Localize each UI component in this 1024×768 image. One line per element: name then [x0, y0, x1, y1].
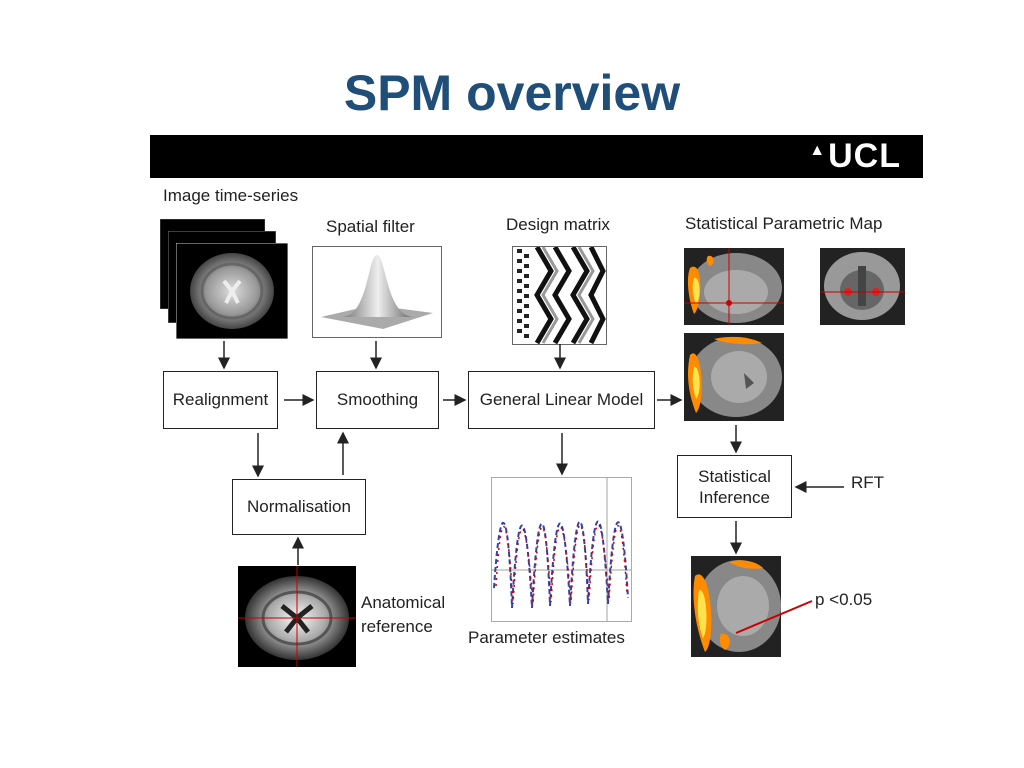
label-spatial-filter: Spatial filter	[326, 217, 415, 236]
ucl-header-bar: ▲UCL	[150, 135, 923, 178]
design-matrix-image	[512, 246, 607, 345]
box-normalisation: Normalisation	[232, 479, 366, 535]
label-p-value: p <0.05	[815, 590, 873, 609]
spm-sagittal-slice	[684, 248, 784, 325]
parameter-estimates-plot	[491, 477, 632, 622]
label-image-time-series: Image time-series	[163, 186, 299, 205]
box-general-linear-model: General Linear Model	[468, 371, 655, 429]
label-statistical-parametric-map: Statistical Parametric Map	[685, 214, 883, 233]
box-statistical-inference: Statistical Inference	[677, 455, 792, 518]
p-value-pointer	[735, 600, 813, 634]
spm-axial-slice	[684, 333, 784, 421]
thresholded-slice	[691, 556, 781, 657]
inference-line-2: Inference	[699, 487, 770, 507]
time-series-front-frame	[176, 243, 288, 339]
ucl-dome-icon: ▲	[809, 141, 827, 159]
inference-line-1: Statistical	[698, 466, 771, 486]
label-design-matrix: Design matrix	[506, 215, 610, 234]
ucl-logo-text: UCL	[828, 137, 901, 175]
box-realignment: Realignment	[163, 371, 278, 429]
label-rft: RFT	[851, 473, 885, 492]
label-anatomical: Anatomical	[361, 593, 446, 612]
box-smoothing: Smoothing	[316, 371, 439, 429]
anatomical-reference-image	[238, 566, 356, 667]
spatial-filter-image	[312, 246, 442, 338]
flow-arrows	[218, 341, 844, 634]
spm-overview-figure: ▲UCL Image time-series Spatial filter De…	[150, 135, 923, 680]
ucl-logo: ▲UCL	[809, 137, 901, 176]
label-parameter-estimates: Parameter estimates	[468, 628, 625, 647]
slide-title: SPM overview	[343, 65, 681, 121]
label-reference: reference	[361, 617, 433, 636]
spm-coronal-slice	[820, 248, 905, 325]
